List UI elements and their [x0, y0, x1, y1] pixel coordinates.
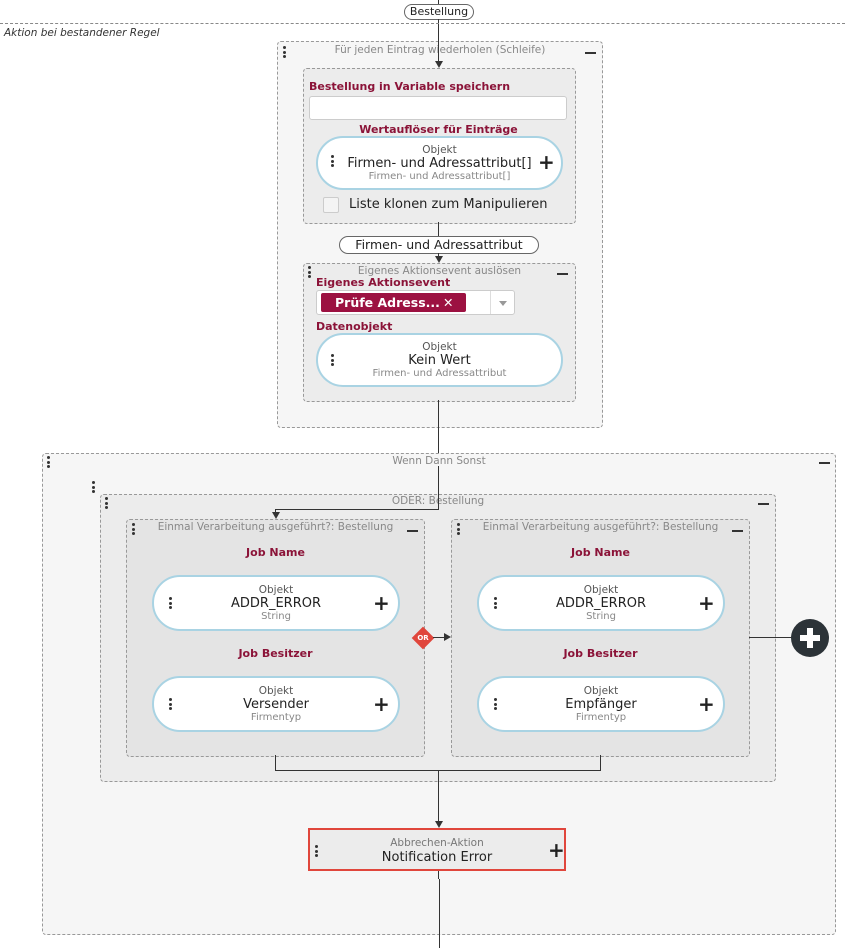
collapse-icon[interactable] — [407, 530, 418, 532]
object-type: Objekt — [422, 144, 457, 156]
right-job-owner-object[interactable]: Objekt Empfänger Firmentyp + — [477, 676, 725, 732]
object-name: ADDR_ERROR — [556, 596, 646, 611]
section-divider — [0, 23, 845, 24]
object-subtype: String — [586, 611, 616, 622]
add-branch-button[interactable] — [791, 619, 829, 657]
chip-remove-icon[interactable]: ✕ — [443, 295, 454, 310]
condition-title: Wenn Dann Sonst — [392, 455, 486, 467]
object-type: Objekt — [583, 584, 619, 596]
right-condition-title: Einmal Verarbeitung ausgeführt?: Bestell… — [482, 521, 719, 533]
event-label: Eigenes Aktionsevent — [316, 276, 451, 289]
object-subtype: Firmentyp — [250, 712, 302, 723]
drag-handle-icon[interactable] — [494, 597, 497, 611]
object-subtype: Firmen- und Adressattribut — [372, 368, 507, 379]
event-chip-label: Prüfe Adress... — [335, 295, 440, 310]
drag-handle-icon[interactable] — [457, 523, 460, 537]
or-badge-label: OR — [417, 634, 429, 642]
object-subtype: String — [261, 611, 291, 622]
variable-label: Bestellung in Variable speichern — [309, 80, 511, 93]
chevron-down-icon[interactable] — [499, 301, 507, 306]
object-type: Objekt — [258, 685, 294, 697]
object-name: Kein Wert — [408, 353, 471, 368]
job-name-label: Job Name — [571, 546, 630, 559]
add-icon[interactable]: + — [373, 692, 390, 716]
object-subtype: Firmentyp — [575, 712, 627, 723]
drag-handle-icon[interactable] — [494, 698, 497, 712]
section-label: Aktion bei bestandener Regel — [4, 27, 160, 39]
collapse-icon[interactable] — [732, 530, 743, 532]
collapse-icon[interactable] — [758, 503, 769, 505]
object-type: Objekt — [258, 584, 294, 596]
collapse-icon[interactable] — [819, 462, 830, 464]
drag-handle-icon[interactable] — [283, 46, 286, 60]
object-type: Objekt — [422, 341, 457, 353]
event-select[interactable]: Prüfe Adress... ✕ — [316, 290, 515, 315]
clone-label[interactable]: Liste klonen zum Manipulieren — [349, 197, 548, 212]
event-chip[interactable]: Prüfe Adress... ✕ — [321, 293, 466, 312]
collapse-icon[interactable] — [557, 273, 568, 275]
job-owner-label: Job Besitzer — [238, 647, 313, 660]
drag-handle-icon[interactable] — [132, 523, 135, 537]
resolver-object[interactable]: Objekt Firmen- und Adressattribut[] Firm… — [316, 136, 563, 190]
drag-handle-icon[interactable] — [169, 597, 172, 611]
job-name-label: Job Name — [246, 546, 305, 559]
object-name: Versender — [243, 697, 309, 712]
object-name: ADDR_ERROR — [231, 596, 321, 611]
drag-handle-icon[interactable] — [169, 698, 172, 712]
object-type: Objekt — [583, 685, 619, 697]
loop-title: Für jeden Eintrag wiederholen (Schleife) — [334, 44, 546, 56]
add-icon[interactable]: + — [538, 150, 555, 174]
variable-input[interactable] — [309, 96, 567, 120]
drag-handle-icon[interactable] — [308, 266, 311, 280]
add-icon[interactable]: + — [698, 692, 715, 716]
collapse-icon[interactable] — [585, 52, 596, 54]
right-job-name-object[interactable]: Objekt ADDR_ERROR String + — [477, 575, 725, 631]
cancel-action-type: Abbrechen-Aktion — [390, 837, 484, 849]
or-group-title: ODER: Bestellung — [391, 495, 485, 507]
clone-checkbox[interactable] — [323, 197, 339, 213]
drag-handle-icon[interactable] — [315, 845, 318, 859]
add-icon[interactable]: + — [548, 838, 565, 862]
object-name: Empfänger — [565, 697, 637, 712]
dataobject-label: Datenobjekt — [316, 320, 393, 333]
object-name: Firmen- und Adressattribut[] — [347, 156, 532, 171]
drag-handle-icon[interactable] — [105, 497, 108, 511]
connector-label-firmen: Firmen- und Adressattribut — [339, 236, 539, 254]
object-subtype: Firmen- und Adressattribut[] — [368, 171, 511, 182]
left-job-owner-object[interactable]: Objekt Versender Firmentyp + — [152, 676, 400, 732]
dataobject-object[interactable]: Objekt Kein Wert Firmen- und Adressattri… — [316, 333, 563, 387]
cancel-action[interactable]: Abbrechen-Aktion Notification Error + — [308, 828, 566, 871]
resolver-label: Wertauflöser für Einträge — [359, 123, 518, 136]
job-owner-label: Job Besitzer — [563, 647, 638, 660]
add-icon[interactable]: + — [698, 591, 715, 615]
connector-label-bestellung: Bestellung — [404, 4, 474, 20]
add-icon[interactable]: + — [373, 591, 390, 615]
drag-handle-icon[interactable] — [47, 456, 50, 470]
drag-handle-icon[interactable] — [331, 155, 334, 169]
cancel-action-name: Notification Error — [381, 850, 493, 865]
drag-handle-icon[interactable] — [92, 481, 95, 495]
left-job-name-object[interactable]: Objekt ADDR_ERROR String + — [152, 575, 400, 631]
event-title: Eigenes Aktionsevent auslösen — [357, 265, 522, 277]
left-condition-title: Einmal Verarbeitung ausgeführt?: Bestell… — [157, 521, 394, 533]
drag-handle-icon[interactable] — [331, 354, 334, 368]
